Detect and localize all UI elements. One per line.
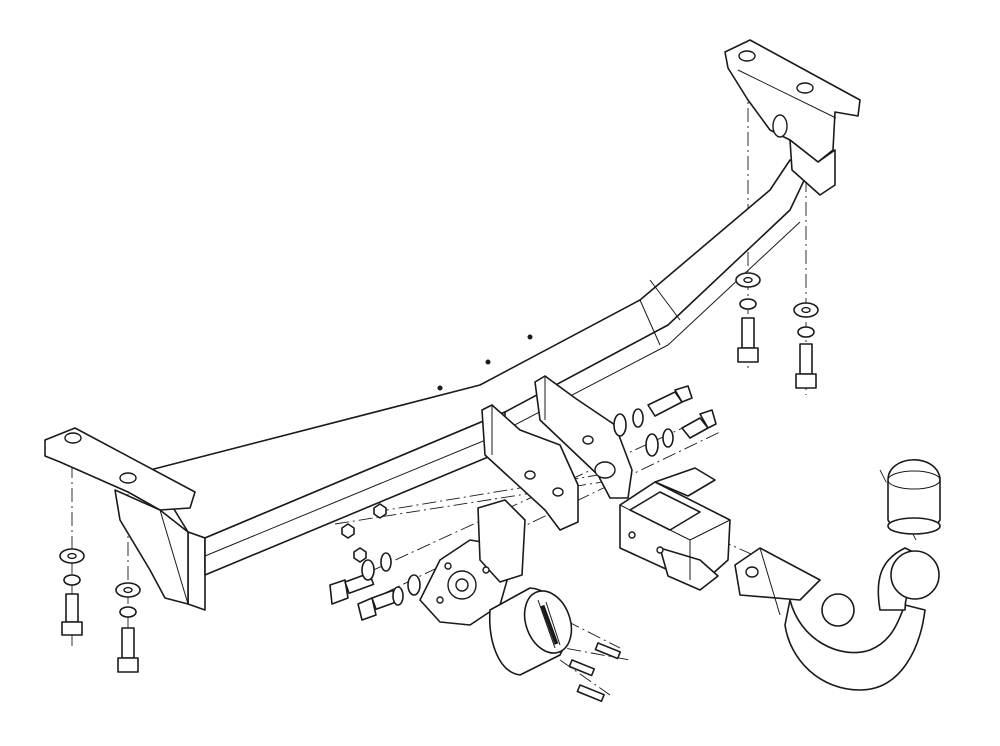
- hex-bolt: [61, 317, 817, 673]
- tow-ball-neck: [734, 547, 940, 691]
- right-mounting-bracket: [724, 39, 861, 196]
- receiver-block: [619, 467, 731, 591]
- washer: [59, 272, 819, 618]
- electrical-socket: [488, 587, 573, 676]
- screw: [568, 642, 622, 703]
- hex-nut: [341, 503, 387, 563]
- left-mounting-bracket: [44, 427, 196, 605]
- center-flange-plates: [481, 375, 633, 531]
- ball-cap: [887, 459, 941, 535]
- socket-bracket-plate: [419, 499, 526, 626]
- crossbar: [149, 159, 809, 611]
